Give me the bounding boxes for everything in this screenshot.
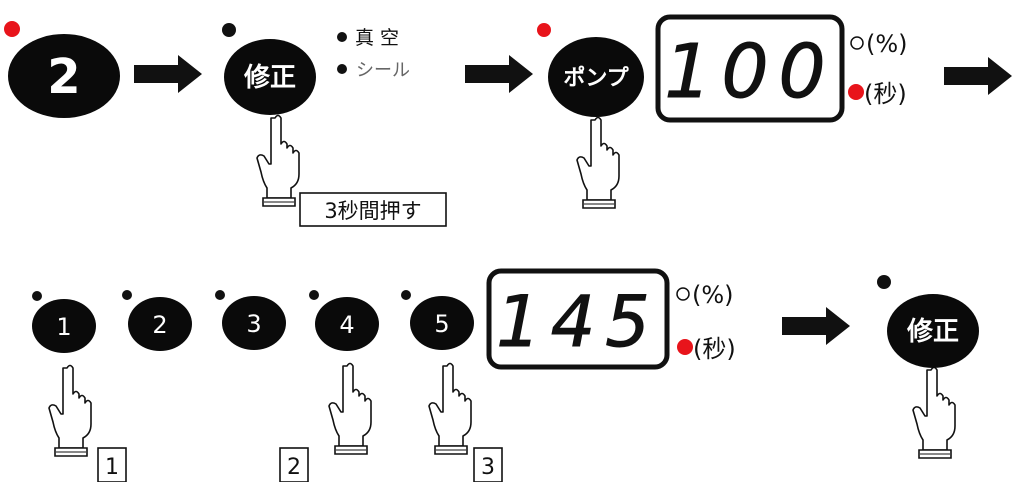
unit-seconds-label: (秒) — [693, 335, 736, 363]
step-label: 3 — [481, 455, 495, 480]
mode-button-label: 2 — [47, 49, 80, 105]
led-vacuum — [337, 32, 347, 42]
correction-button-final[interactable]: 修正 — [887, 294, 979, 368]
led-digit-2 — [122, 290, 132, 300]
digit-button-label: 5 — [434, 310, 449, 338]
led-seconds-active — [677, 339, 693, 355]
hand-pointer-icon — [912, 366, 956, 459]
led-pump-active — [537, 23, 551, 37]
correction-button-label: 修正 — [243, 62, 296, 93]
digit-button-2[interactable]: 2 — [128, 297, 192, 351]
step-label-box-1 — [97, 447, 127, 482]
press-note-label: 3秒間押す — [324, 199, 421, 223]
led-correction-final — [877, 275, 891, 289]
unit-percent-label: (%) — [692, 281, 734, 309]
led-percent — [850, 36, 864, 50]
led-percent — [676, 287, 690, 301]
led-digit-1 — [32, 291, 42, 301]
display-panel — [486, 268, 670, 370]
digit-button-label: 2 — [152, 311, 167, 339]
display-value: 100 — [664, 29, 835, 115]
correction-button-label: 修正 — [906, 316, 959, 347]
step-label: 1 — [105, 455, 119, 480]
digit-button-1[interactable]: 1 — [32, 299, 96, 353]
step-label-box-3 — [473, 447, 503, 482]
flow-arrow-4 — [782, 307, 850, 345]
press-note-box — [299, 192, 447, 227]
led-digit-5 — [401, 290, 411, 300]
flow-arrow-1 — [134, 55, 202, 93]
unit-percent-label: (%) — [866, 30, 908, 58]
flow-arrow-2 — [465, 55, 533, 93]
step-label: 2 — [287, 455, 301, 480]
option-vacuum-label: 真 空 — [355, 27, 399, 49]
display-value: 145 — [496, 281, 660, 363]
hand-pointer-icon — [48, 364, 92, 457]
digit-button-label: 3 — [246, 310, 261, 338]
hand-pointer-icon — [576, 116, 620, 209]
hand-pointer-icon — [328, 362, 372, 455]
led-seal — [337, 64, 347, 74]
step-label-box-2 — [279, 447, 309, 482]
led-mode-active — [4, 21, 20, 37]
digit-button-5[interactable]: 5 — [410, 296, 474, 350]
hand-pointer-icon — [256, 114, 300, 207]
unit-seconds-label: (秒) — [864, 80, 907, 108]
display-panel — [655, 14, 845, 123]
digit-button-3[interactable]: 3 — [222, 296, 286, 350]
led-correction — [222, 23, 236, 37]
pump-button-label: ポンプ — [563, 65, 629, 91]
flow-arrow-3 — [944, 57, 1012, 95]
correction-button[interactable]: 修正 — [224, 39, 316, 115]
digit-button-label: 4 — [339, 311, 354, 339]
digit-button-label: 1 — [56, 313, 71, 341]
hand-pointer-icon — [428, 362, 472, 455]
digit-button-4[interactable]: 4 — [315, 297, 379, 351]
led-digit-4 — [309, 290, 319, 300]
mode-button-2[interactable]: 2 — [8, 34, 120, 118]
led-seconds-active — [848, 84, 864, 100]
option-seal-label: シール — [356, 60, 410, 81]
pump-button[interactable]: ポンプ — [548, 37, 644, 117]
led-digit-3 — [215, 290, 225, 300]
